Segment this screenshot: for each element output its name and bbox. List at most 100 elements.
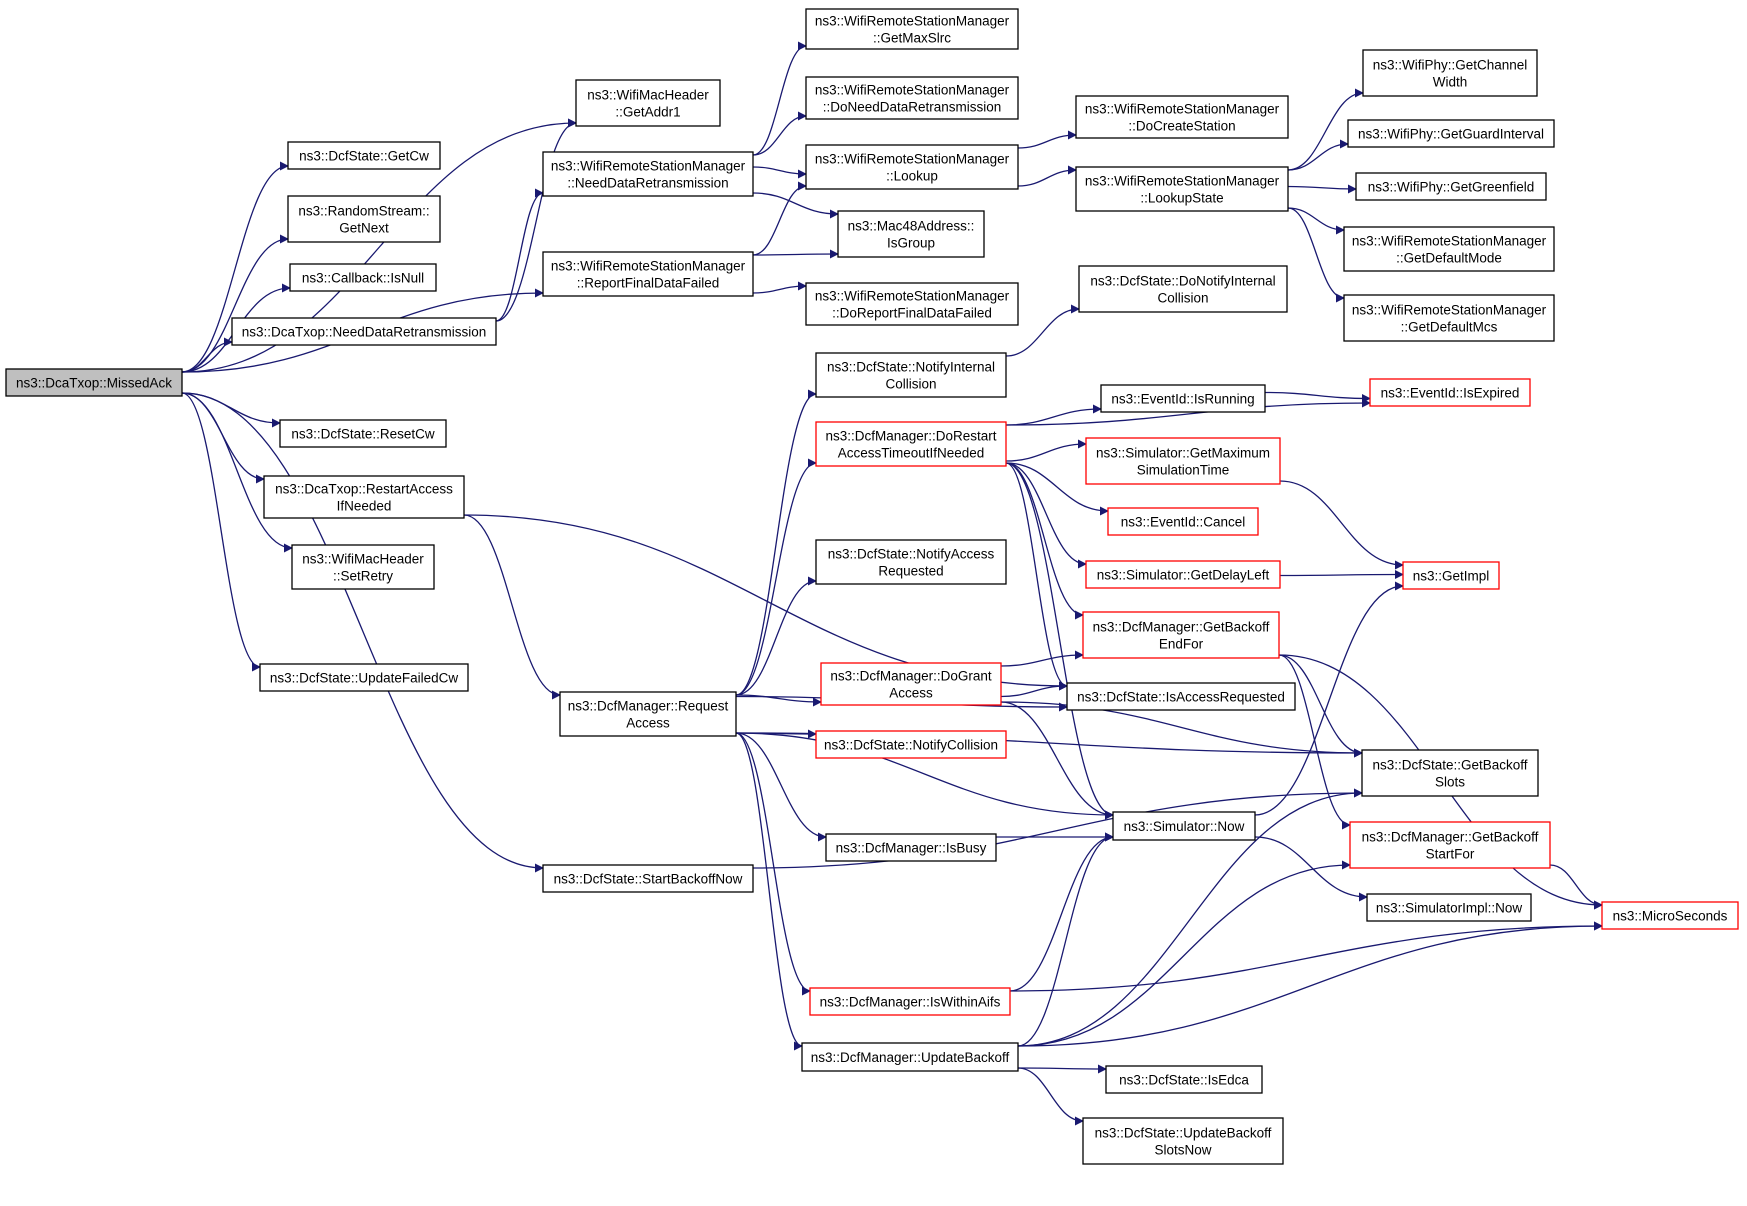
node-box [1361, 749, 1539, 797]
node-label-line: Access [626, 716, 670, 731]
node-getmaxslrc[interactable]: ns3::WifiRemoteStationManager::GetMaxSlr… [805, 8, 1019, 50]
node-label-line: SlotsNow [1154, 1143, 1211, 1158]
node-microseconds[interactable]: ns3::MicroSeconds [1601, 901, 1739, 930]
node-box [815, 730, 1007, 759]
node-missedack[interactable]: ns3::DcaTxop::MissedAck [5, 368, 183, 397]
node-docreatestation[interactable]: ns3::WifiRemoteStationManager::DoCreateS… [1075, 95, 1289, 139]
node-isedca[interactable]: ns3::DcfState::IsEdca [1105, 1065, 1263, 1094]
node-label-line: ::DoReportFinalDataFailed [832, 306, 992, 321]
node-iswithinaifs[interactable]: ns3::DcfManager::IsWithinAifs [809, 987, 1011, 1016]
node-box [805, 282, 1019, 326]
node-label-line: ns3::SimulatorImpl::Now [1376, 901, 1523, 916]
node-notifycollision[interactable]: ns3::DcfState::NotifyCollision [815, 730, 1007, 759]
edge-requestaccess-to-iswithinaifs [735, 732, 811, 996]
node-box [1355, 172, 1547, 201]
node-isrunning[interactable]: ns3::EventId::IsRunning [1100, 384, 1266, 413]
node-wrsm-needdataretrans[interactable]: ns3::WifiRemoteStationManager::NeedDataR… [542, 151, 754, 197]
node-getdefaultmode[interactable]: ns3::WifiRemoteStationManager::GetDefaul… [1343, 226, 1555, 272]
node-label-line: ns3::DcfState::NotifyAccess [828, 547, 995, 562]
node-label-line: ns3::WifiRemoteStationManager [815, 14, 1010, 29]
node-getdefaultmcs[interactable]: ns3::WifiRemoteStationManager::GetDefaul… [1343, 294, 1555, 342]
node-startbackoffnow[interactable]: ns3::DcfState::StartBackoffNow [542, 864, 754, 893]
node-box [1349, 821, 1551, 869]
node-getgreenfield[interactable]: ns3::WifiPhy::GetGreenfield [1355, 172, 1547, 201]
node-label-line: ns3::DcfState::StartBackoffNow [554, 872, 743, 887]
node-cancel[interactable]: ns3::EventId::Cancel [1107, 507, 1259, 536]
node-isgroup[interactable]: ns3::Mac48Address::IsGroup [837, 210, 985, 258]
edge-requestaccess-to-notifyaccessrequested [735, 576, 817, 696]
node-box [805, 76, 1019, 120]
node-box [289, 263, 437, 292]
node-label-line: ::ReportFinalDataFailed [577, 276, 720, 291]
node-label-line: GetNext [339, 221, 389, 236]
edge-lookupstate-to-getdefaultmcs [1287, 207, 1345, 303]
node-getimpl[interactable]: ns3::GetImpl [1402, 561, 1500, 590]
edge-missedack-to-dca-needdataretrans [181, 337, 233, 373]
node-label-line: ns3::WifiRemoteStationManager [815, 83, 1010, 98]
node-label-line: ns3::DcfState::IsEdca [1119, 1073, 1249, 1088]
node-label-line: ns3::WifiRemoteStationManager [1352, 234, 1547, 249]
edge-updatebackoff-to-simnow [1017, 832, 1114, 1047]
node-updatefailedcw[interactable]: ns3::DcfState::UpdateFailedCw [259, 663, 469, 692]
node-label-line: Collision [1157, 291, 1208, 306]
edge-lookup-to-lookupstate [1017, 165, 1077, 187]
node-getcw[interactable]: ns3::DcfState::GetCw [287, 141, 441, 170]
edge-lookupstate-to-getdefaultmode [1287, 207, 1345, 235]
node-label-line: ns3::DcfState::NotifyCollision [824, 738, 998, 753]
edge-lookupstate-to-getgreenfield [1287, 184, 1357, 194]
node-isexpired[interactable]: ns3::EventId::IsExpired [1369, 378, 1531, 407]
node-label-line: ns3::WifiPhy::GetChannel [1373, 58, 1528, 73]
node-lookupstate[interactable]: ns3::WifiRemoteStationManager::LookupSta… [1075, 166, 1289, 212]
node-box [1343, 294, 1555, 342]
node-isaccessrequested[interactable]: ns3::DcfState::IsAccessRequested [1066, 682, 1296, 711]
node-getnext[interactable]: ns3::RandomStream::GetNext [287, 195, 441, 243]
node-reportfinaldatafailed[interactable]: ns3::WifiRemoteStationManager::ReportFin… [542, 251, 754, 297]
node-box [820, 662, 1002, 706]
edge-dca-needdataretrans-to-getaddr1 [495, 118, 577, 322]
node-setretry[interactable]: ns3::WifiMacHeader::SetRetry [291, 544, 435, 590]
edge-reportfinaldatafailed-to-isgroup [752, 249, 839, 259]
edge-startbackoffnow-to-getbackoffslots [752, 788, 1363, 869]
node-box [1082, 611, 1280, 659]
node-dca-needdataretrans[interactable]: ns3::DcaTxop::NeedDataRetransmission [231, 317, 497, 346]
node-doreportfinaldatafailed[interactable]: ns3::WifiRemoteStationManager::DoReportF… [805, 282, 1019, 326]
node-updatebackoff[interactable]: ns3::DcfManager::UpdateBackoff [801, 1042, 1019, 1072]
node-getaddr1[interactable]: ns3::WifiMacHeader::GetAddr1 [575, 79, 721, 127]
node-doneeddataretrans[interactable]: ns3::WifiRemoteStationManager::DoNeedDat… [805, 76, 1019, 120]
edge-wrsm-needdataretrans-to-isgroup [752, 192, 839, 219]
node-label-line: ns3::EventId::IsRunning [1111, 392, 1254, 407]
node-label-line: Requested [878, 564, 943, 579]
node-label-line: ::GetAddr1 [615, 105, 680, 120]
node-label-line: ::LookupState [1140, 191, 1223, 206]
node-isnull[interactable]: ns3::Callback::IsNull [289, 263, 437, 292]
node-label-line: ns3::DcfManager::UpdateBackoff [811, 1050, 1010, 1065]
node-simnow[interactable]: ns3::Simulator::Now [1112, 811, 1256, 841]
node-getdelayleft[interactable]: ns3::Simulator::GetDelayLeft [1085, 560, 1281, 589]
node-simimplnow[interactable]: ns3::SimulatorImpl::Now [1366, 893, 1532, 922]
node-label-line: ::NeedDataRetransmission [567, 176, 728, 191]
node-lookup[interactable]: ns3::WifiRemoteStationManager::Lookup [805, 144, 1019, 190]
node-label-line: ns3::DcfManager::DoGrant [830, 669, 992, 684]
node-isbusy[interactable]: ns3::DcfManager::IsBusy [825, 833, 997, 862]
node-dorestartaccess[interactable]: ns3::DcfManager::DoRestartAccessTimeoutI… [815, 421, 1007, 467]
node-resetcw[interactable]: ns3::DcfState::ResetCw [279, 419, 447, 448]
node-box [815, 539, 1007, 585]
edge-getbackoffendfor-to-getbackoffslots [1278, 654, 1363, 758]
node-box [279, 419, 447, 448]
node-box [801, 1042, 1019, 1072]
edge-restartaccess-to-requestaccess [463, 514, 561, 700]
edge-updatebackoff-to-isedca [1017, 1064, 1107, 1074]
node-getguardinterval[interactable]: ns3::WifiPhy::GetGuardInterval [1347, 119, 1555, 148]
